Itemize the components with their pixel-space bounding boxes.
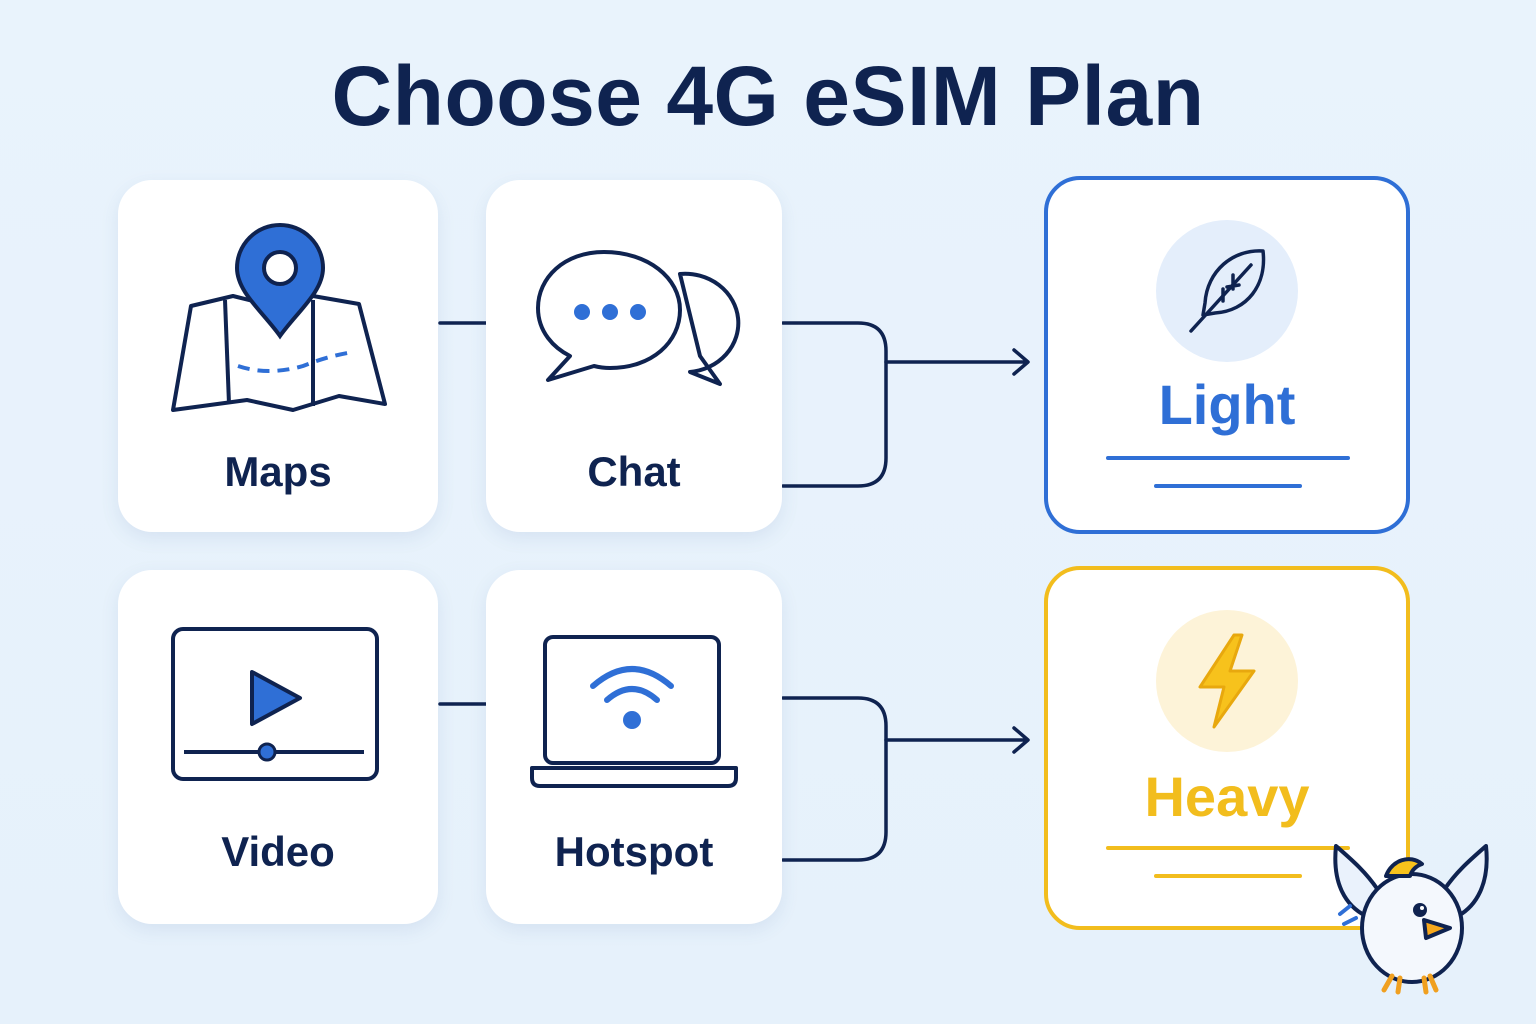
usage-card-video[interactable]: Video — [118, 570, 438, 924]
usage-card-chat[interactable]: Chat — [486, 180, 782, 532]
plan-underline-long — [1106, 456, 1350, 460]
connector-bracket-light — [781, 321, 888, 488]
plan-card-heavy[interactable]: Heavy — [1044, 566, 1410, 930]
arrow-to-heavy — [884, 726, 1030, 754]
lightning-bolt-icon — [1198, 633, 1256, 729]
chat-bubbles-icon — [536, 250, 741, 386]
plan-label-light: Light — [1158, 373, 1296, 436]
map-pin-icon — [171, 223, 387, 412]
arrow-to-light — [884, 348, 1030, 376]
plan-card-light[interactable]: Light — [1044, 176, 1410, 534]
usage-label-chat: Chat — [587, 448, 681, 495]
feather-badge — [1156, 220, 1298, 362]
laptop-wifi-icon — [530, 635, 738, 788]
page-title: Choose 4G eSIM Plan — [331, 49, 1205, 143]
plan-underline-short — [1154, 484, 1302, 488]
plan-underline-short — [1154, 874, 1302, 878]
usage-card-maps[interactable]: Maps — [118, 180, 438, 532]
usage-label-hotspot: Hotspot — [554, 828, 714, 875]
connector-bracket-heavy — [781, 696, 888, 862]
video-player-icon — [171, 627, 379, 781]
usage-label-maps: Maps — [224, 448, 332, 495]
plan-underline-long — [1106, 846, 1350, 850]
lightning-badge — [1156, 610, 1298, 752]
feather-icon — [1189, 249, 1266, 333]
plan-label-heavy: Heavy — [1144, 765, 1310, 828]
usage-card-hotspot[interactable]: Hotspot — [486, 570, 782, 924]
bird-mascot-icon — [1333, 844, 1489, 995]
usage-label-video: Video — [221, 828, 335, 875]
